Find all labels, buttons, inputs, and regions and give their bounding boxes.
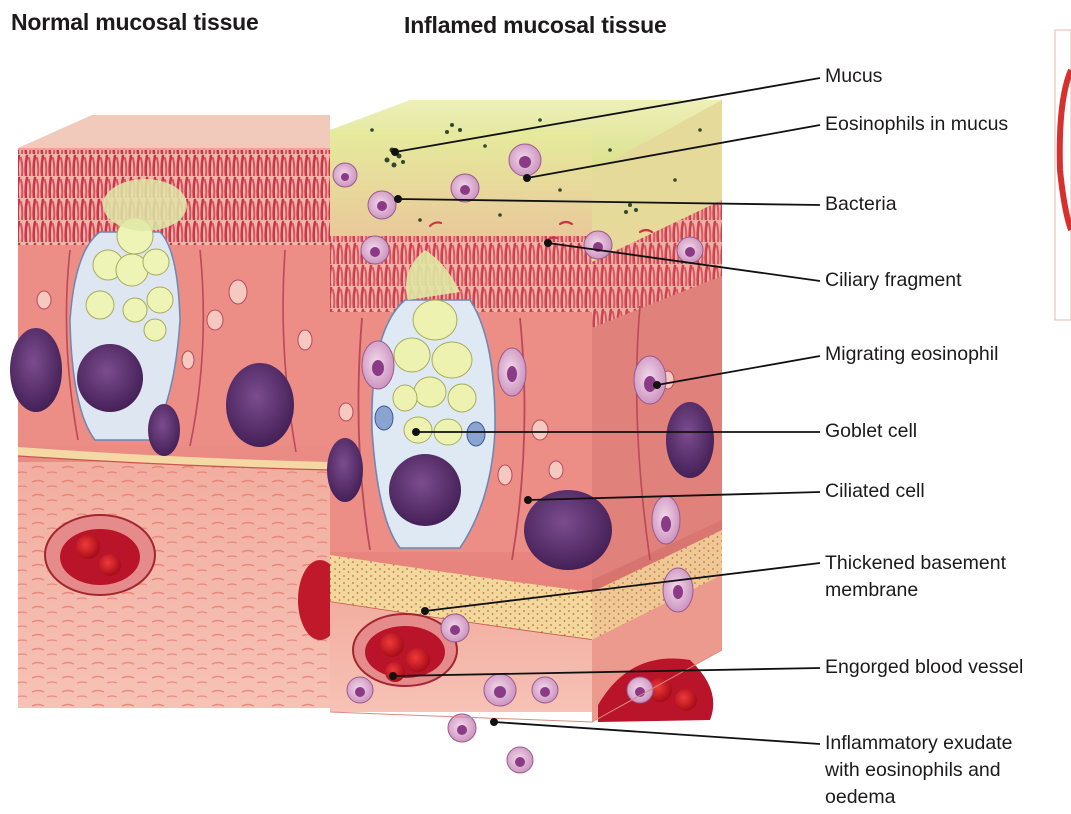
label-line: with eosinophils and (825, 757, 1013, 784)
label-thickened-basement-membrane: Thickened basement membrane (825, 550, 1006, 604)
label-line: membrane (825, 577, 1006, 604)
label-ciliary-fragment: Ciliary fragment (825, 267, 962, 294)
normal-tissue-block (10, 115, 342, 708)
label-bacteria: Bacteria (825, 191, 897, 218)
label-engorged-blood-vessel: Engorged blood vessel (825, 654, 1023, 681)
label-migrating-eosinophil: Migrating eosinophil (825, 341, 998, 368)
label-line: Inflammatory exudate (825, 730, 1013, 757)
label-mucus: Mucus (825, 63, 882, 90)
label-inflammatory-exudate: Inflammatory exudate with eosinophils an… (825, 730, 1013, 811)
label-line: oedema (825, 784, 1013, 811)
label-goblet-cell: Goblet cell (825, 418, 917, 445)
label-line: Thickened basement (825, 550, 1006, 577)
adjacent-figure-edge (1055, 30, 1071, 320)
label-ciliated-cell: Ciliated cell (825, 478, 925, 505)
label-eosinophils-in-mucus: Eosinophils in mucus (825, 111, 1008, 138)
